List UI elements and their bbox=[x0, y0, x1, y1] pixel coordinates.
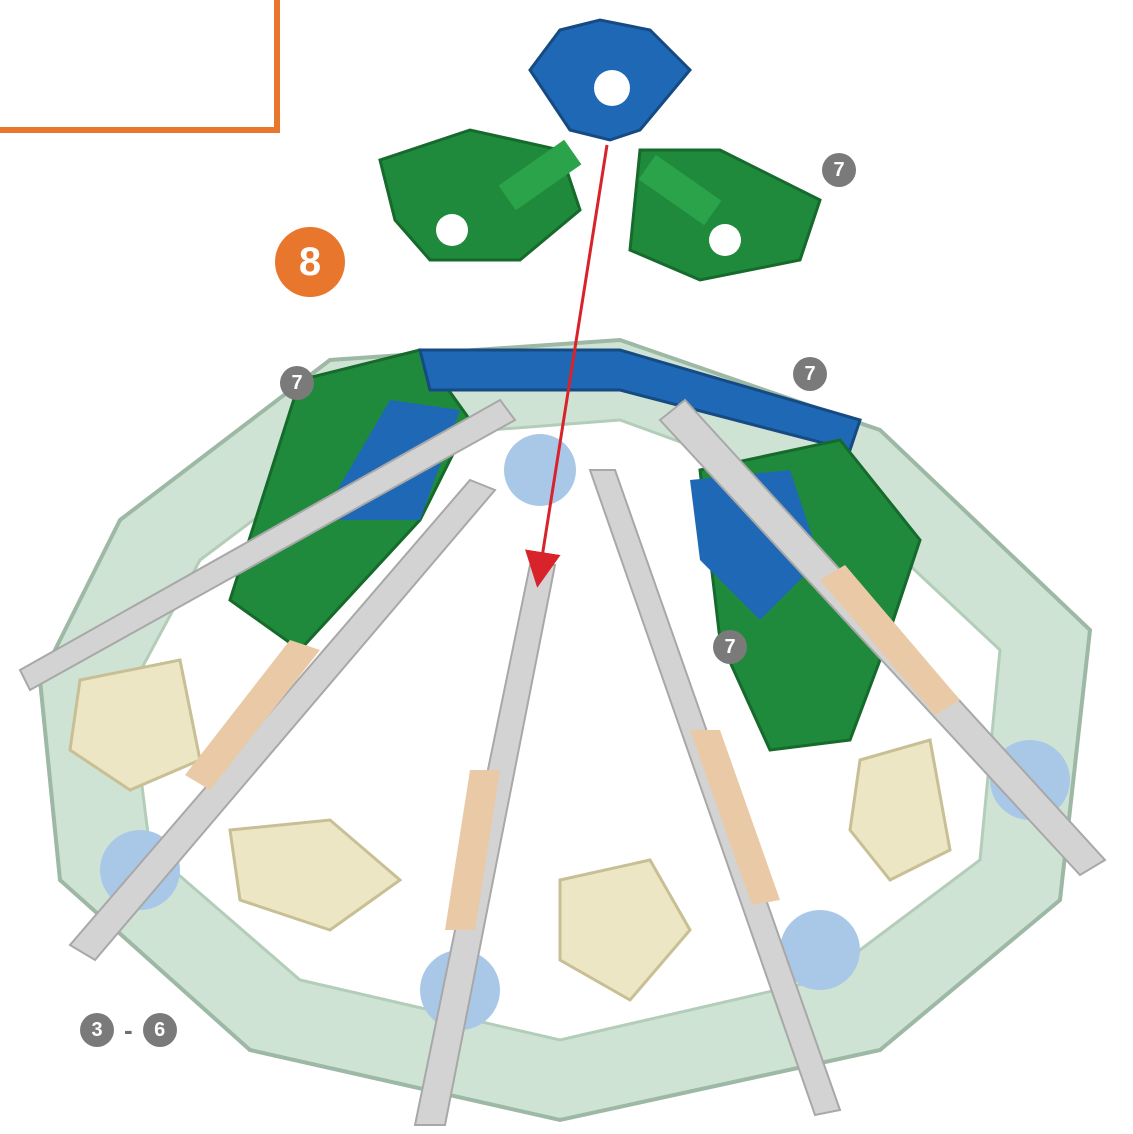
ref-label: 7 bbox=[804, 363, 815, 386]
range-separator: - bbox=[124, 1015, 133, 1046]
ref-badge-middle: 7 bbox=[713, 630, 747, 664]
ref-label: 3 bbox=[91, 1019, 102, 1042]
ref-label: 7 bbox=[724, 636, 735, 659]
ref-badge-right: 7 bbox=[793, 357, 827, 391]
ref-badge-top-right: 7 bbox=[822, 153, 856, 187]
step-number-badge: 8 bbox=[275, 227, 345, 297]
ref-badge-range-end: 6 bbox=[143, 1013, 177, 1047]
step-number: 8 bbox=[299, 240, 321, 285]
ref-label: 7 bbox=[291, 372, 302, 395]
ref-label: 7 bbox=[833, 159, 844, 182]
top-connector-assembly bbox=[380, 20, 820, 280]
ref-badge-left: 7 bbox=[280, 366, 314, 400]
ref-label: 6 bbox=[154, 1019, 165, 1042]
ref-badge-range-start: 3 bbox=[80, 1013, 114, 1047]
ref-range: 3 - 6 bbox=[80, 1013, 177, 1047]
